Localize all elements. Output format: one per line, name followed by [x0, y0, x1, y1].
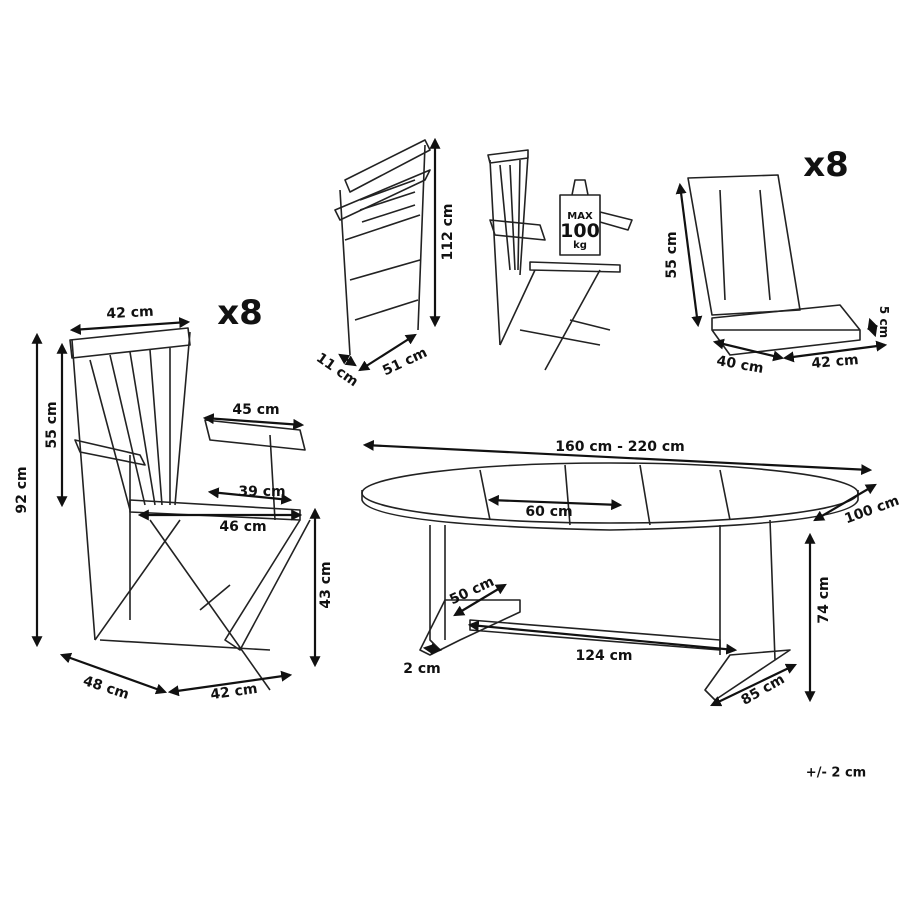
table-leg-span-label: 124 cm — [575, 648, 633, 664]
chair-seat-height-label: 43 cm — [318, 561, 334, 609]
tolerance-note: +/- 2 cm — [805, 765, 867, 781]
table-length-label: 160 cm - 220 cm — [555, 439, 685, 455]
max-load-unit: kg — [573, 240, 587, 251]
cushion-thickness-label: 5 cm — [877, 305, 891, 339]
cushion-back-height-label: 55 cm — [664, 231, 680, 279]
chair-back-width-label: 42 cm — [105, 303, 155, 323]
dimension-arrows — [31, 137, 888, 707]
chair-quantity-label: x8 — [217, 293, 263, 333]
chair-back-height-label: 55 cm — [44, 401, 60, 449]
chair-seat-width-label: 46 cm — [219, 519, 267, 535]
cushion-width-label: 42 cm — [810, 351, 860, 373]
max-load-badge: MAX 100 kg — [560, 212, 600, 251]
chair-seat-depth-label: 39 cm — [238, 484, 286, 500]
max-label: MAX — [567, 211, 593, 222]
table-foot-height-label: 2 cm — [403, 661, 441, 677]
max-load-value: 100 — [560, 220, 600, 242]
table-height-label: 74 cm — [816, 576, 832, 624]
folded-height-label: 112 cm — [440, 203, 456, 261]
cushion-quantity-label: x8 — [803, 145, 849, 185]
chair-with-load-drawing — [487, 149, 633, 371]
chair-armrest-label: 45 cm — [232, 402, 280, 418]
cushion-drawing — [687, 174, 861, 356]
chair-total-height-label: 92 cm — [14, 466, 30, 514]
folded-chair-drawing — [334, 139, 431, 356]
armchair-drawing — [69, 327, 311, 691]
table-extension-label: 60 cm — [525, 504, 573, 520]
